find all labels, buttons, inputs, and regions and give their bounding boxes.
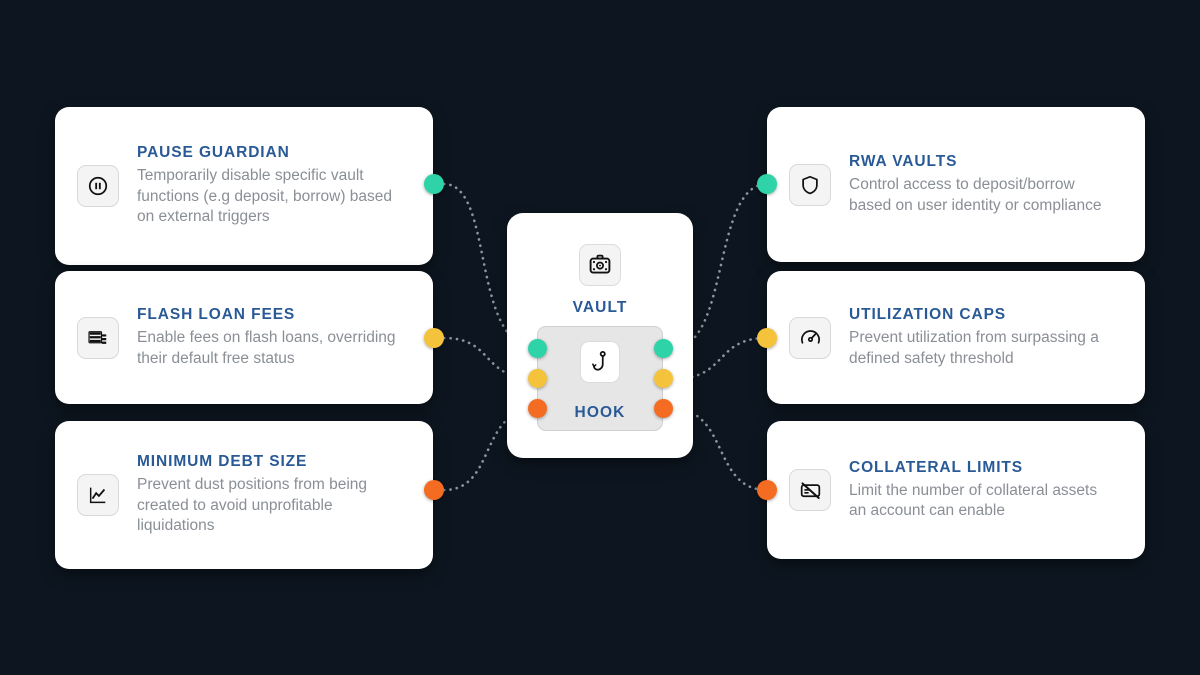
card-text: COLLATERAL LIMITS Limit the number of co… xyxy=(849,459,1111,522)
vault-label: VAULT xyxy=(572,299,628,316)
card-title: PAUSE GUARDIAN xyxy=(137,144,290,162)
card-description: Temporarily disable specific vault funct… xyxy=(137,167,393,226)
port-collateral-limits[interactable] xyxy=(757,480,777,500)
stacked-coins-icon xyxy=(77,316,119,359)
card-flash-loan-fees[interactable]: FLASH LOAN FEES Enable fees on flash loa… xyxy=(55,271,433,404)
card-description: Prevent dust positions from being create… xyxy=(137,476,368,535)
port-minimum-debt-size[interactable] xyxy=(424,480,444,500)
card-text: MINIMUM DEBT SIZE Prevent dust positions… xyxy=(137,453,397,537)
line-chart-icon xyxy=(77,474,119,516)
card-pause-guardian[interactable]: PAUSE GUARDIAN Temporarily disable speci… xyxy=(55,107,433,265)
card-description: Enable fees on flash loans, overriding t… xyxy=(137,329,396,367)
card-text: UTILIZATION CAPS Prevent utilization fro… xyxy=(849,306,1111,369)
card-disabled-icon xyxy=(789,469,831,511)
hub-port-right-green[interactable] xyxy=(654,339,673,358)
card-description: Control access to deposit/borrow based o… xyxy=(849,176,1102,214)
hook-label: HOOK xyxy=(574,404,626,421)
hub-port-right-yellow[interactable] xyxy=(654,369,673,388)
fishing-hook-icon xyxy=(580,341,620,383)
shield-icon xyxy=(789,163,831,206)
hub-port-left-yellow[interactable] xyxy=(528,369,547,388)
port-rwa-vaults[interactable] xyxy=(757,174,777,194)
vault-hub[interactable]: VAULT HOOK xyxy=(507,213,693,458)
card-title: COLLATERAL LIMITS xyxy=(849,458,1024,476)
card-rwa-vaults[interactable]: RWA VAULTS Control access to deposit/bor… xyxy=(767,107,1145,262)
card-text: FLASH LOAN FEES Enable fees on flash loa… xyxy=(137,306,397,369)
port-utilization-caps[interactable] xyxy=(757,328,777,348)
card-title: MINIMUM DEBT SIZE xyxy=(137,453,308,471)
card-description: Prevent utilization from surpassing a de… xyxy=(849,329,1099,367)
hub-port-left-green[interactable] xyxy=(528,339,547,358)
hook-group[interactable]: HOOK xyxy=(537,326,663,431)
hub-port-right-orange[interactable] xyxy=(654,399,673,418)
card-minimum-debt-size[interactable]: MINIMUM DEBT SIZE Prevent dust positions… xyxy=(55,421,433,569)
hub-port-left-orange[interactable] xyxy=(528,399,547,418)
port-flash-loan-fees[interactable] xyxy=(424,328,444,348)
card-text: PAUSE GUARDIAN Temporarily disable speci… xyxy=(137,144,397,228)
card-title: UTILIZATION CAPS xyxy=(849,306,1007,323)
vault-safe-icon xyxy=(579,244,621,286)
card-description: Limit the number of collateral assets an… xyxy=(849,481,1098,520)
card-text: RWA VAULTS Control access to deposit/bor… xyxy=(849,153,1111,216)
card-title: RWA VAULTS xyxy=(849,153,958,170)
card-title: FLASH LOAN FEES xyxy=(137,306,296,323)
pause-circle-icon xyxy=(77,165,119,207)
card-utilization-caps[interactable]: UTILIZATION CAPS Prevent utilization fro… xyxy=(767,271,1145,404)
port-pause-guardian[interactable] xyxy=(424,174,444,194)
card-collateral-limits[interactable]: COLLATERAL LIMITS Limit the number of co… xyxy=(767,421,1145,559)
gauge-icon xyxy=(789,316,831,359)
